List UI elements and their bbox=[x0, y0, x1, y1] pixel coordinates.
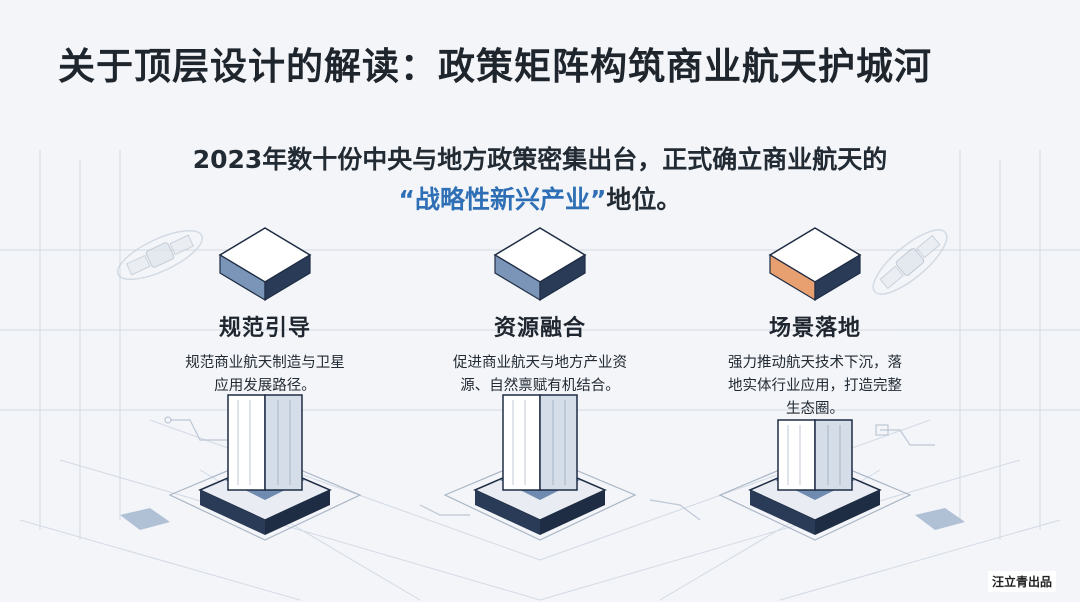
subtitle-line-1: 2023年数十份中央与地方政策密集出台，正式确立商业航天的 bbox=[192, 145, 888, 174]
pillar-graphic-2 bbox=[443, 227, 637, 541]
pillar-desc-line: 促进商业航天与地方产业资 bbox=[453, 355, 627, 371]
subtitle-highlight: “战略性新兴产业” bbox=[398, 185, 607, 214]
pillar-title: 场景落地 bbox=[768, 316, 861, 341]
pillar-graphic-3 bbox=[718, 227, 912, 541]
subtitle-line-2: “战略性新兴产业”地位。 bbox=[0, 180, 1080, 220]
watermark: 汪立青出品 bbox=[987, 571, 1056, 592]
decor-panels bbox=[120, 508, 965, 530]
pillar-desc: 规范商业航天制造与卫星 应用发展路径。 bbox=[150, 352, 380, 398]
pillar-title: 资源融合 bbox=[493, 316, 586, 341]
pillar-desc: 促进商业航天与地方产业资 源、自然禀赋有机结合。 bbox=[420, 352, 660, 398]
satellite-icon bbox=[872, 229, 948, 295]
subtitle: 2023年数十份中央与地方政策密集出台，正式确立商业航天的 “战略性新兴产业”地… bbox=[0, 140, 1080, 220]
circuit-traces bbox=[164, 416, 935, 521]
pillar-title: 规范引导 bbox=[218, 316, 311, 341]
page-title: 关于顶层设计的解读：政策矩阵构筑商业航天护城河 bbox=[58, 45, 932, 88]
pillar-desc-line: 规范商业航天制造与卫星 bbox=[185, 355, 345, 371]
subtitle-line-2-rest: 地位。 bbox=[606, 185, 682, 214]
satellite-icon bbox=[117, 229, 203, 281]
pillar-desc-line: 生态圈。 bbox=[786, 401, 844, 417]
pillar-card-3: 场景落地 强力推动航天技术下沉，落 地实体行业应用，打造完整 生态圈。 bbox=[695, 310, 935, 421]
pillar-desc: 强力推动航天技术下沉，落 地实体行业应用，打造完整 生态圈。 bbox=[695, 352, 935, 421]
pillar-desc-line: 强力推动航天技术下沉，落 bbox=[728, 355, 902, 371]
pillar-desc-line: 应用发展路径。 bbox=[214, 378, 316, 394]
pillar-card-2: 资源融合 促进商业航天与地方产业资 源、自然禀赋有机结合。 bbox=[420, 310, 660, 398]
pillar-desc-line: 地实体行业应用，打造完整 bbox=[728, 378, 902, 394]
pillar-card-1: 规范引导 规范商业航天制造与卫星 应用发展路径。 bbox=[150, 310, 380, 398]
pillar-graphic-1 bbox=[168, 227, 362, 541]
pillar-desc-line: 源、自然禀赋有机结合。 bbox=[460, 378, 620, 394]
